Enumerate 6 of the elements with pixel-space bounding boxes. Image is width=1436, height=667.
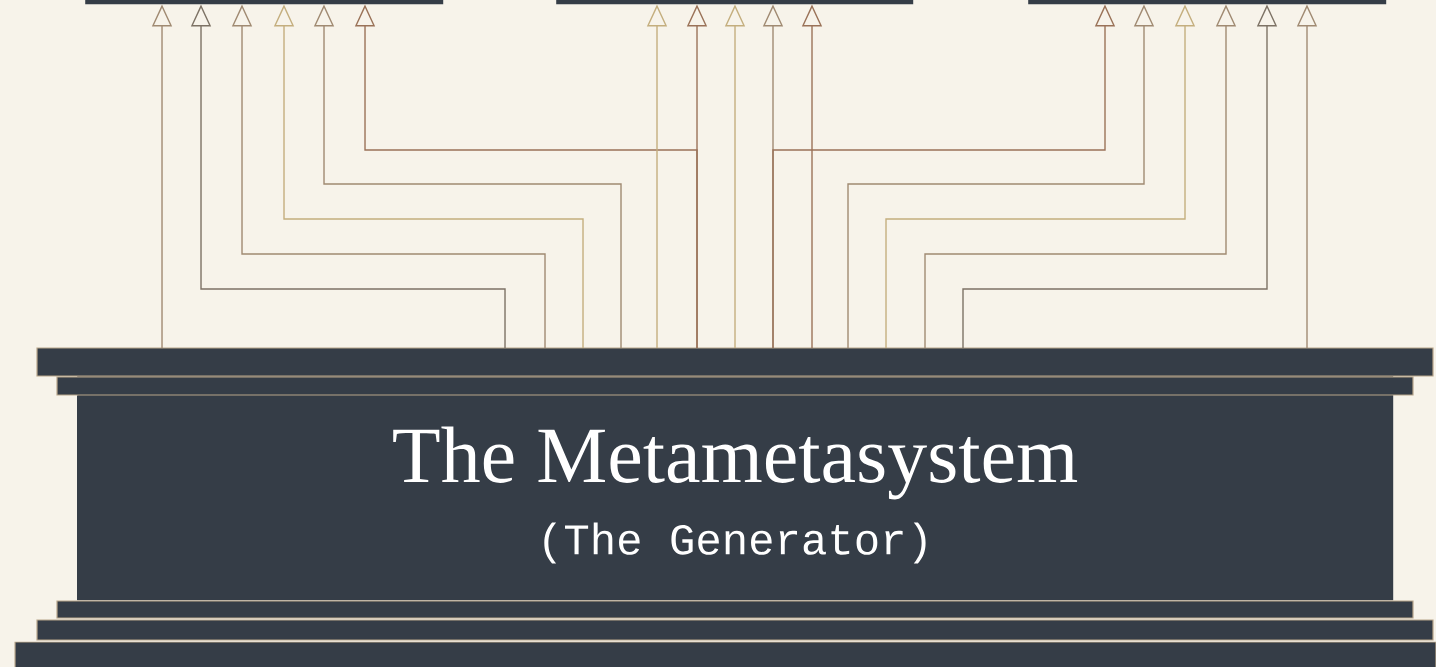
box — [1028, 0, 1387, 5]
box — [85, 0, 444, 5]
title-text: The Metametasystem — [393, 426, 1078, 500]
pedestal-drawing — [14, 347, 1436, 667]
subtitle-text: (The Generator) — [544, 522, 926, 564]
box — [556, 0, 914, 5]
